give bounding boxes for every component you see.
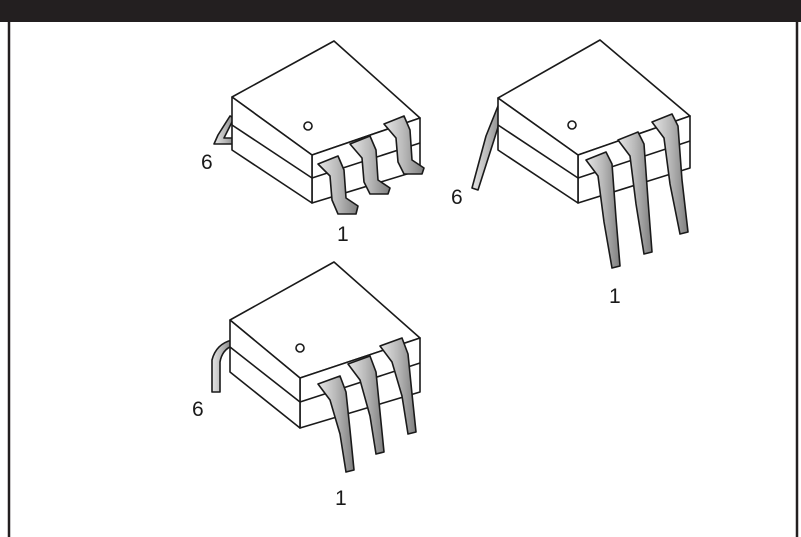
lead-pin-1	[317, 155, 359, 215]
body-seam	[229, 346, 301, 403]
lead-pin-1	[585, 151, 621, 269]
package-wide-lead	[471, 39, 691, 269]
lead-pin-1	[317, 375, 355, 473]
package-standard-dip	[211, 261, 421, 473]
pkg2-pin-6-label: 6	[451, 186, 463, 209]
pin1-dot	[303, 121, 313, 131]
pkg2-pin-1-label: 1	[609, 285, 621, 308]
pin-6-lead	[213, 115, 237, 145]
lead-pin-3	[379, 337, 417, 435]
pin1-dot	[567, 120, 577, 130]
pin-6-lead	[211, 339, 233, 393]
pin1-dot	[295, 343, 305, 353]
pkg3-pin-1-label: 1	[335, 487, 347, 510]
lead-pin-2	[347, 355, 385, 455]
header-bar	[0, 0, 801, 22]
lead-pin-2	[349, 135, 391, 195]
body-side	[231, 96, 313, 204]
lead-pin-2	[617, 131, 653, 255]
pkg3-pin-6-label: 6	[192, 398, 204, 421]
lead-pin-3	[651, 113, 689, 235]
pkg1-pin-1-label: 1	[337, 223, 349, 246]
body-seam	[497, 124, 579, 179]
package-surface-mount	[213, 40, 425, 215]
body-seam	[231, 124, 313, 179]
pkg1-pin-6-label: 6	[201, 151, 213, 174]
body-side	[497, 97, 579, 204]
lead-pin-3	[383, 115, 425, 175]
